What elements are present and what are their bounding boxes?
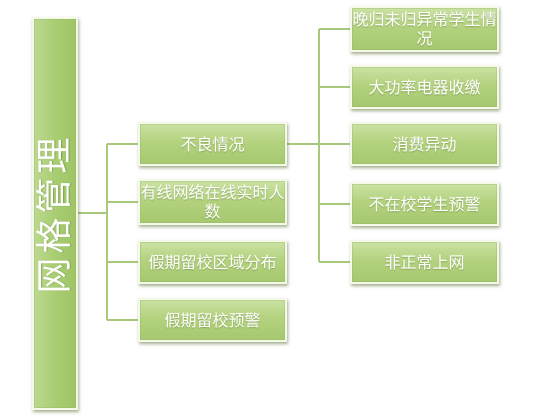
node-abnormal-internet-label: 非正常上网 xyxy=(384,252,465,272)
node-spending-label: 消费异动 xyxy=(392,134,457,154)
node-high-power-label: 大功率电器收缴 xyxy=(368,77,481,97)
node-late-return-label: 晚归未归异常学生情况 xyxy=(352,10,497,48)
node-high-power: 大功率电器收缴 xyxy=(350,65,499,109)
node-holiday-warning: 假期留校预警 xyxy=(138,298,287,342)
node-absent-label: 不在校学生预警 xyxy=(368,194,481,214)
node-late-return: 晚归未归异常学生情况 xyxy=(350,6,499,52)
node-holiday-distribution: 假期留校区域分布 xyxy=(138,240,287,284)
node-spending: 消费异动 xyxy=(350,122,499,166)
node-online-count: 有线网络在线实时人数 xyxy=(138,179,287,225)
node-absent: 不在校学生预警 xyxy=(350,182,499,226)
node-holiday-distribution-label: 假期留校区域分布 xyxy=(148,252,277,272)
node-abnormal-internet: 非正常上网 xyxy=(350,240,499,284)
root-node-label: 网格管理 xyxy=(34,133,76,294)
node-bad-conditions-label: 不良情况 xyxy=(180,134,245,154)
node-online-count-label: 有线网络在线实时人数 xyxy=(140,183,285,221)
node-holiday-warning-label: 假期留校预警 xyxy=(164,310,261,330)
root-node: 网格管理 xyxy=(32,17,78,410)
node-bad-conditions: 不良情况 xyxy=(138,122,287,166)
